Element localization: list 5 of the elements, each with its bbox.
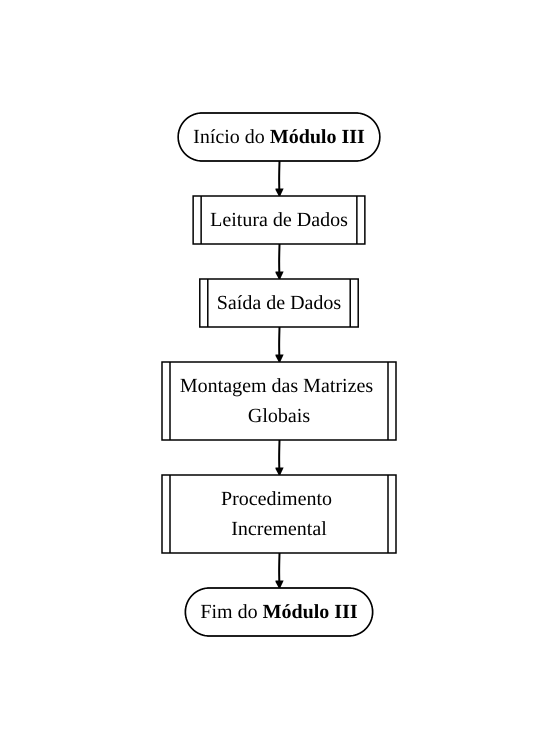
arrow (274, 244, 284, 280)
arrow (274, 553, 284, 589)
arrow (274, 440, 284, 476)
arrow (274, 161, 284, 197)
arrow (274, 327, 284, 363)
